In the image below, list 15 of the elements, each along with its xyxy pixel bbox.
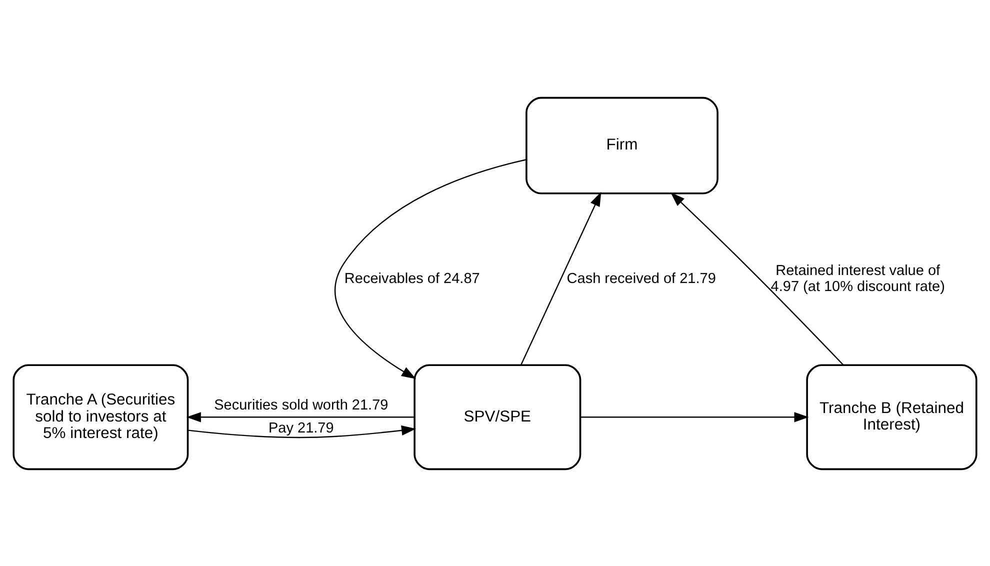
edge-label: Pay 21.79 [268,420,334,436]
edge-label: Retained interest value of 4.97 (at 10% discount rate) [770,262,945,294]
edge-label: Securities sold worth 21.79 [214,396,388,413]
arrow [186,412,414,422]
node-box: SPV/SPE [414,364,582,470]
node-box: Tranche A (Securities sold to investors at 5% interest rate) [12,364,189,470]
node-box: Tranche B (Retained Interest) [806,364,978,470]
edge-label: Cash received of 21.79 [566,270,716,287]
arrow [580,412,809,422]
arrow [334,158,527,378]
node-box: Firm [526,96,718,194]
edge-label: Receivables of 24.87 [344,270,480,287]
arrow [188,424,416,438]
arrow [520,191,602,365]
arrow [670,192,844,365]
